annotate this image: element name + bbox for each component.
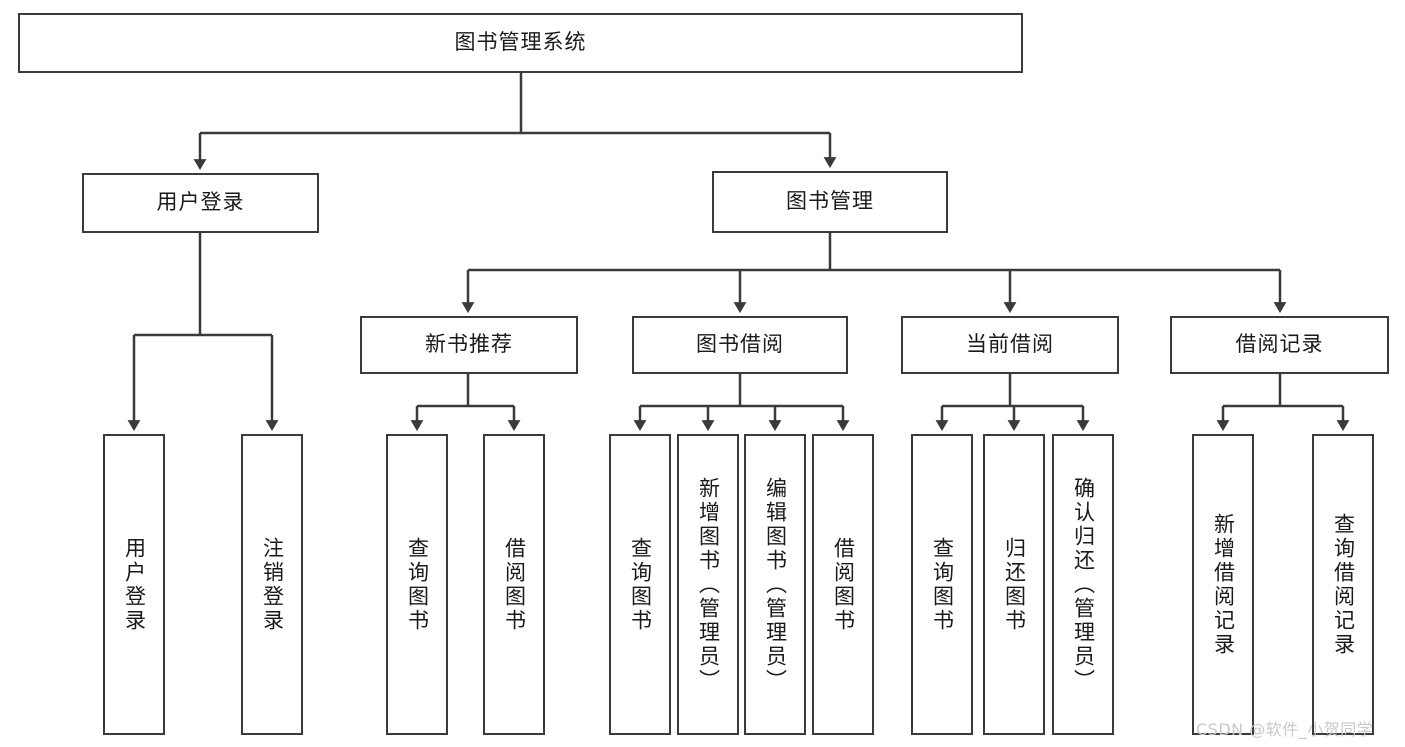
node-leaf-10[interactable]: 确认归还（管理员）	[1052, 434, 1114, 735]
node-root-book-management-system[interactable]: 图书管理系统	[18, 13, 1023, 73]
node-leaf-4[interactable]: 查询图书	[609, 434, 671, 735]
node-label: 查询图书	[405, 536, 430, 633]
node-label: 图书管理	[786, 189, 874, 214]
node-leaf-1[interactable]: 注销登录	[241, 434, 303, 735]
node-label: 查询图书	[628, 536, 653, 633]
csdn-watermark: CSDN @软件_小贺同学	[1196, 720, 1374, 739]
node-label: 编辑图书（管理员）	[763, 476, 788, 693]
node-label: 归还图书	[1002, 536, 1027, 633]
node-leaf-7[interactable]: 借阅图书	[812, 434, 874, 735]
node-label: 当前借阅	[966, 332, 1054, 357]
node-level2-1[interactable]: 图书管理	[712, 171, 948, 233]
node-label: 用户登录	[156, 190, 245, 215]
node-level2-0[interactable]: 用户登录	[82, 173, 319, 233]
node-label: 借阅图书	[502, 536, 527, 633]
node-label: 新增借阅记录	[1211, 512, 1236, 657]
node-leaf-0[interactable]: 用户登录	[103, 434, 165, 735]
node-level3-0[interactable]: 新书推荐	[360, 316, 578, 374]
node-label: 图书管理系统	[454, 30, 587, 55]
node-label: 新书推荐	[425, 332, 513, 357]
node-leaf-9[interactable]: 归还图书	[983, 434, 1045, 735]
node-label: 借阅记录	[1235, 332, 1324, 357]
node-label: 图书借阅	[696, 332, 784, 357]
node-level3-1[interactable]: 图书借阅	[632, 316, 848, 374]
node-label: 新增图书（管理员）	[696, 476, 721, 693]
node-leaf-11[interactable]: 新增借阅记录	[1192, 434, 1254, 735]
node-label: 注销登录	[260, 536, 285, 633]
node-leaf-2[interactable]: 查询图书	[386, 434, 448, 735]
node-label: 查询图书	[930, 536, 955, 633]
node-leaf-12[interactable]: 查询借阅记录	[1312, 434, 1374, 735]
node-leaf-3[interactable]: 借阅图书	[483, 434, 545, 735]
node-label: 确认归还（管理员）	[1071, 476, 1096, 693]
node-leaf-6[interactable]: 编辑图书（管理员）	[744, 434, 806, 735]
node-label: 用户登录	[122, 536, 147, 633]
node-level3-2[interactable]: 当前借阅	[901, 316, 1119, 374]
node-leaf-5[interactable]: 新增图书（管理员）	[677, 434, 739, 735]
node-label: 借阅图书	[831, 536, 856, 633]
node-level3-3[interactable]: 借阅记录	[1170, 316, 1389, 374]
node-leaf-8[interactable]: 查询图书	[911, 434, 973, 735]
node-label: 查询借阅记录	[1331, 512, 1356, 657]
